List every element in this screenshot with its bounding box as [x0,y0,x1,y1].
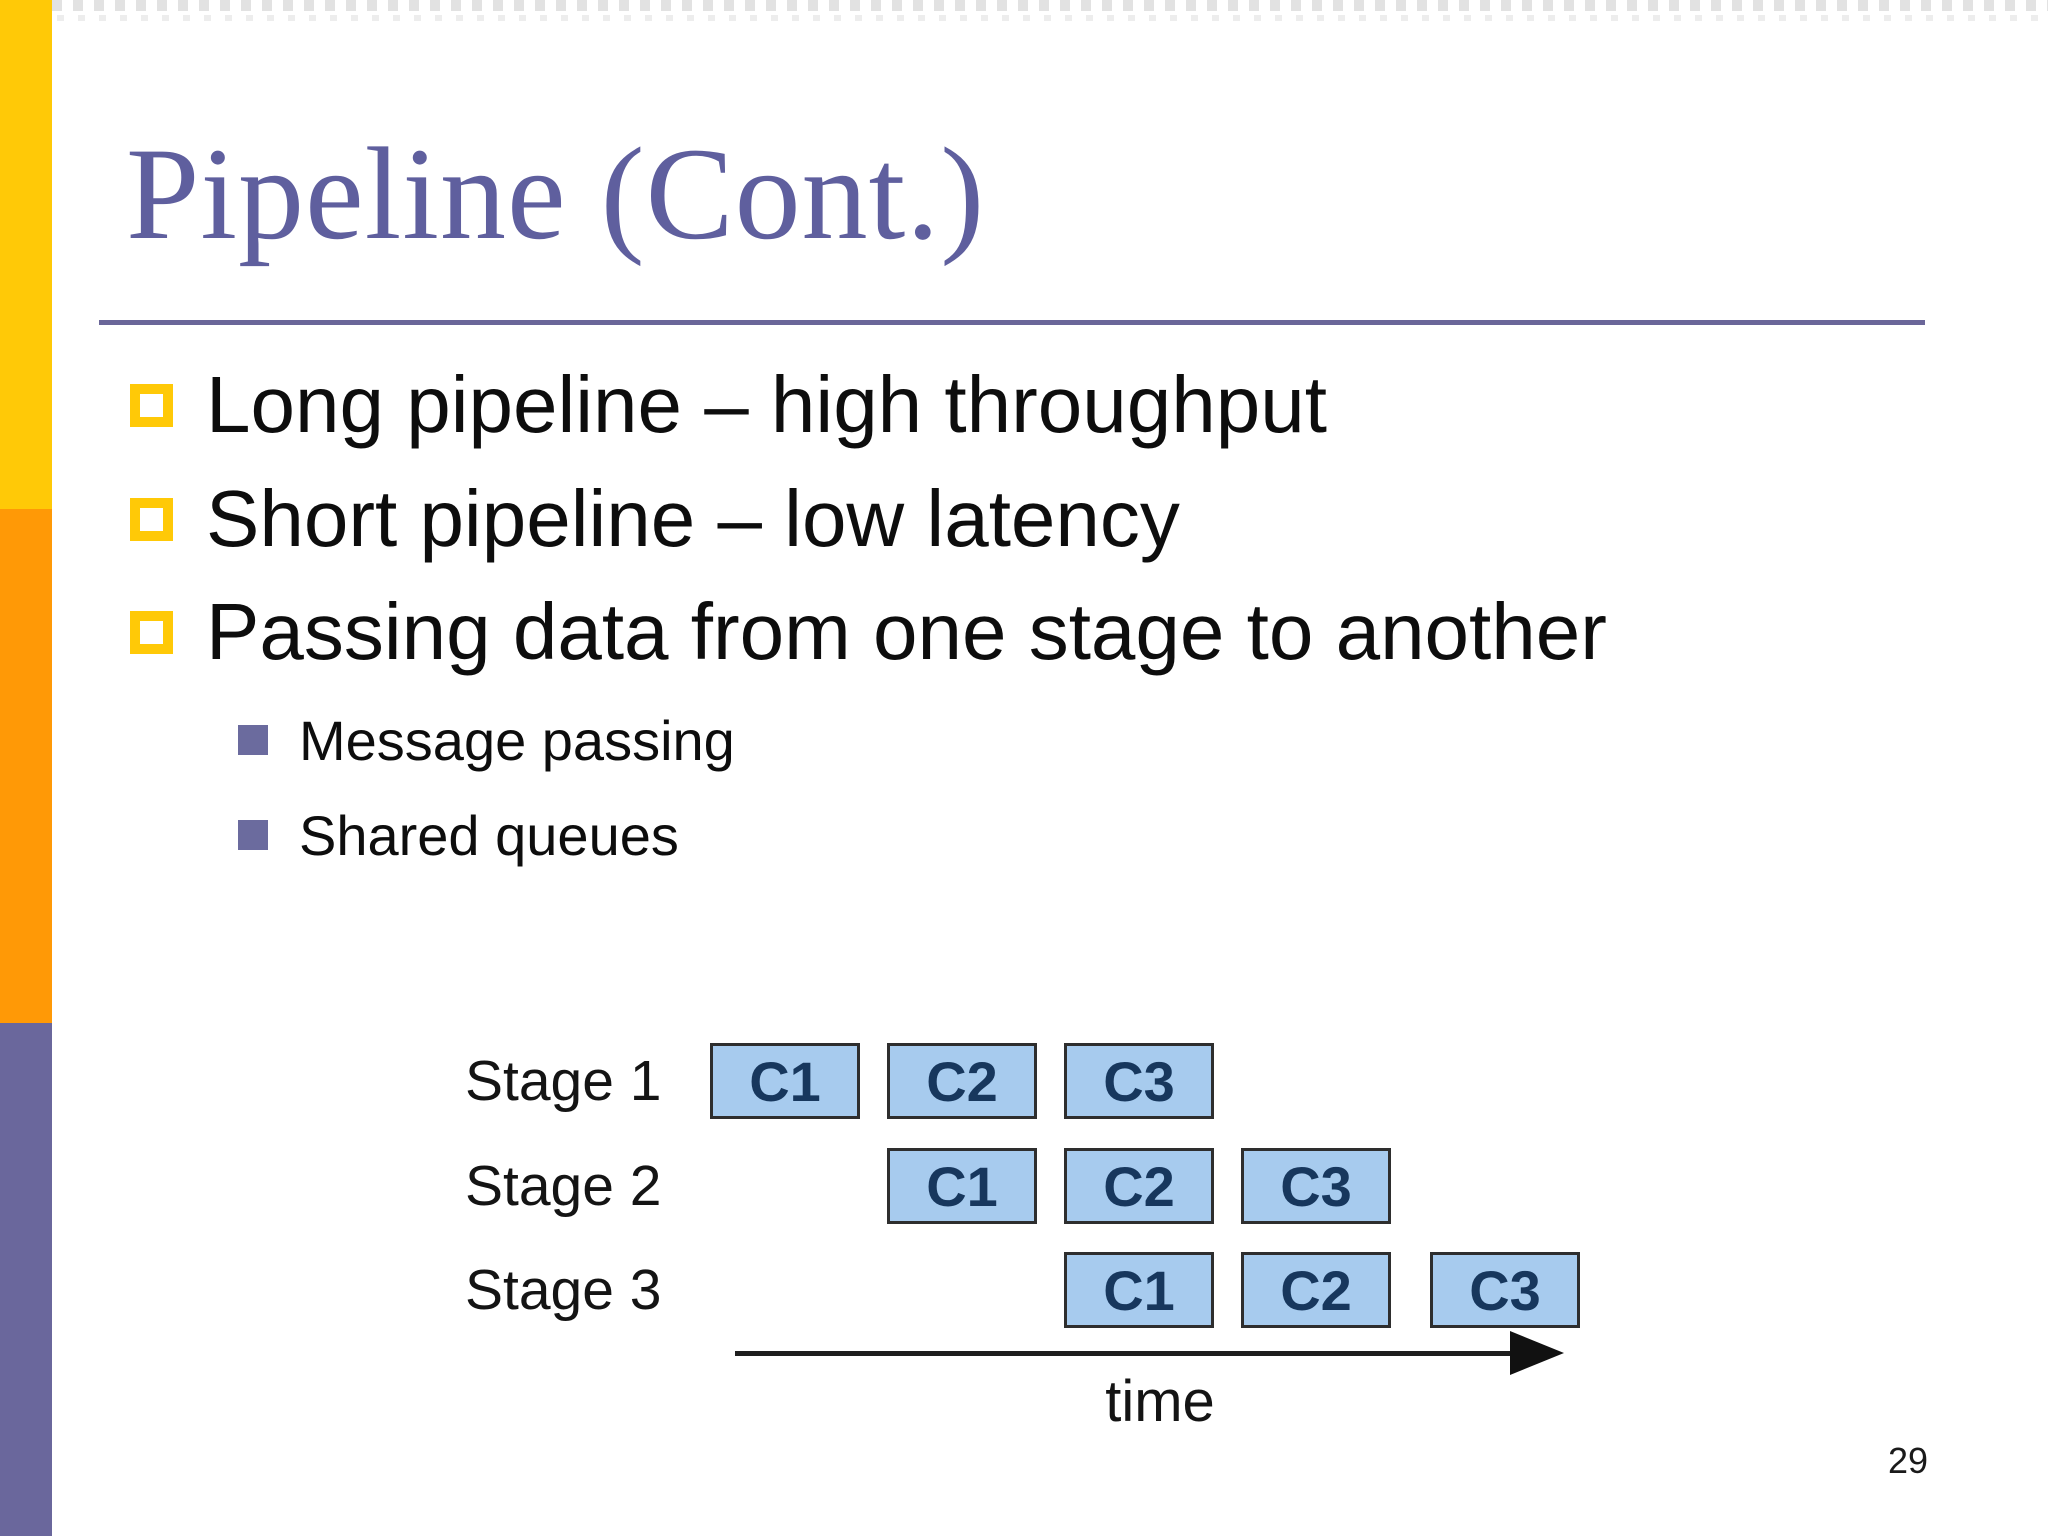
stage-1-label: Stage 1 [465,1049,662,1113]
stage2-cell-c2: C2 [1064,1148,1214,1224]
bullet-label: Short pipeline – low latency [206,474,1180,563]
hollow-square-bullet-icon [130,383,173,427]
bullet-item: Passing data from one stage to another [130,587,1607,676]
sidebar-band-orange [0,509,52,1023]
bullet-item: Long pipeline – high throughput [130,360,1327,449]
filled-square-bullet-icon [238,725,268,755]
hollow-square-bullet-icon [130,497,173,541]
stage-2-label: Stage 2 [465,1154,662,1218]
title-underline [99,320,1925,325]
slide-title: Pipeline (Cont.) [126,120,986,267]
sub-bullet-label: Shared queues [299,803,679,867]
sub-bullet-label: Message passing [299,708,735,772]
sidebar-band-gold [0,0,52,509]
stage1-cell-c3: C3 [1064,1043,1214,1119]
stage1-cell-c1: C1 [710,1043,860,1119]
sidebar-band-purple [0,1023,52,1536]
page-number: 29 [1888,1440,1929,1481]
sub-bullet-item: Message passing [238,707,735,773]
sub-bullet-item: Shared queues [238,802,679,868]
top-checkered-strip [52,0,2048,24]
time-axis-line [735,1351,1515,1356]
bullet-label: Long pipeline – high throughput [206,360,1327,449]
stage1-cell-c2: C2 [887,1043,1037,1119]
time-axis-arrowhead-icon [1510,1331,1564,1375]
stage-3-label: Stage 3 [465,1258,662,1322]
stage2-cell-c3: C3 [1241,1148,1391,1224]
stage3-cell-c1: C1 [1064,1252,1214,1328]
stage3-cell-c3: C3 [1430,1252,1580,1328]
hollow-square-bullet-icon [130,610,173,654]
time-axis-label: time [1105,1369,1215,1434]
filled-square-bullet-icon [238,820,268,850]
bullet-item: Short pipeline – low latency [130,474,1180,563]
stage3-cell-c2: C2 [1241,1252,1391,1328]
stage2-cell-c1: C1 [887,1148,1037,1224]
bullet-label: Passing data from one stage to another [206,587,1607,676]
